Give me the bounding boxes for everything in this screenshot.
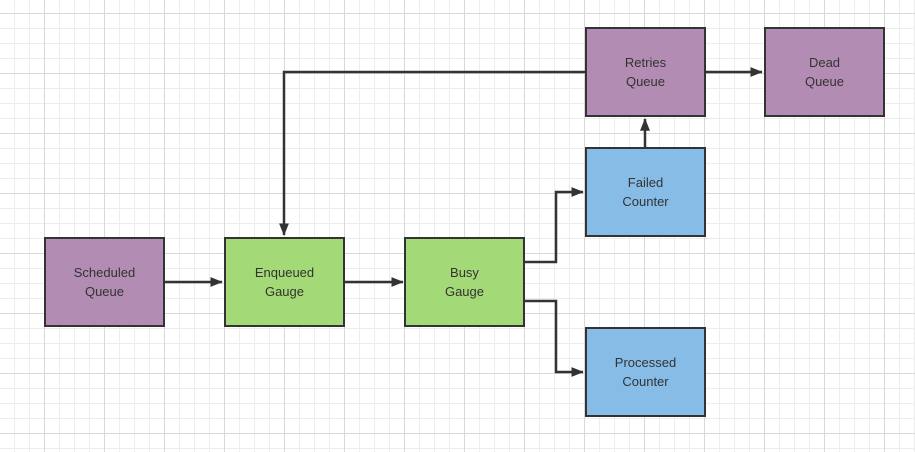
node-busy-gauge[interactable]: Busy Gauge	[404, 237, 525, 327]
connector-retries-to-enqueued[interactable]	[279, 70, 585, 236]
node-processed-counter[interactable]: Processed Counter	[585, 327, 706, 417]
connector-busy-to-failed[interactable]	[525, 187, 584, 264]
node-label: Failed Counter	[622, 175, 669, 209]
node-enqueued-gauge[interactable]: Enqueued Gauge	[224, 237, 345, 327]
node-failed-counter[interactable]: Failed Counter	[585, 147, 706, 237]
node-label: Enqueued Gauge	[254, 265, 315, 299]
node-dead-queue[interactable]: Dead Queue	[764, 27, 885, 117]
node-label: Dead Queue	[804, 55, 845, 89]
node-label: Scheduled Queue	[73, 265, 136, 299]
connector-busy-to-processed[interactable]	[525, 299, 584, 377]
node-scheduled-queue[interactable]: Scheduled Queue	[44, 237, 165, 327]
node-label: Busy Gauge	[444, 265, 485, 299]
node-label: Processed Counter	[614, 355, 677, 389]
node-retries-queue[interactable]: Retries Queue	[585, 27, 706, 117]
node-label: Retries Queue	[624, 55, 667, 89]
